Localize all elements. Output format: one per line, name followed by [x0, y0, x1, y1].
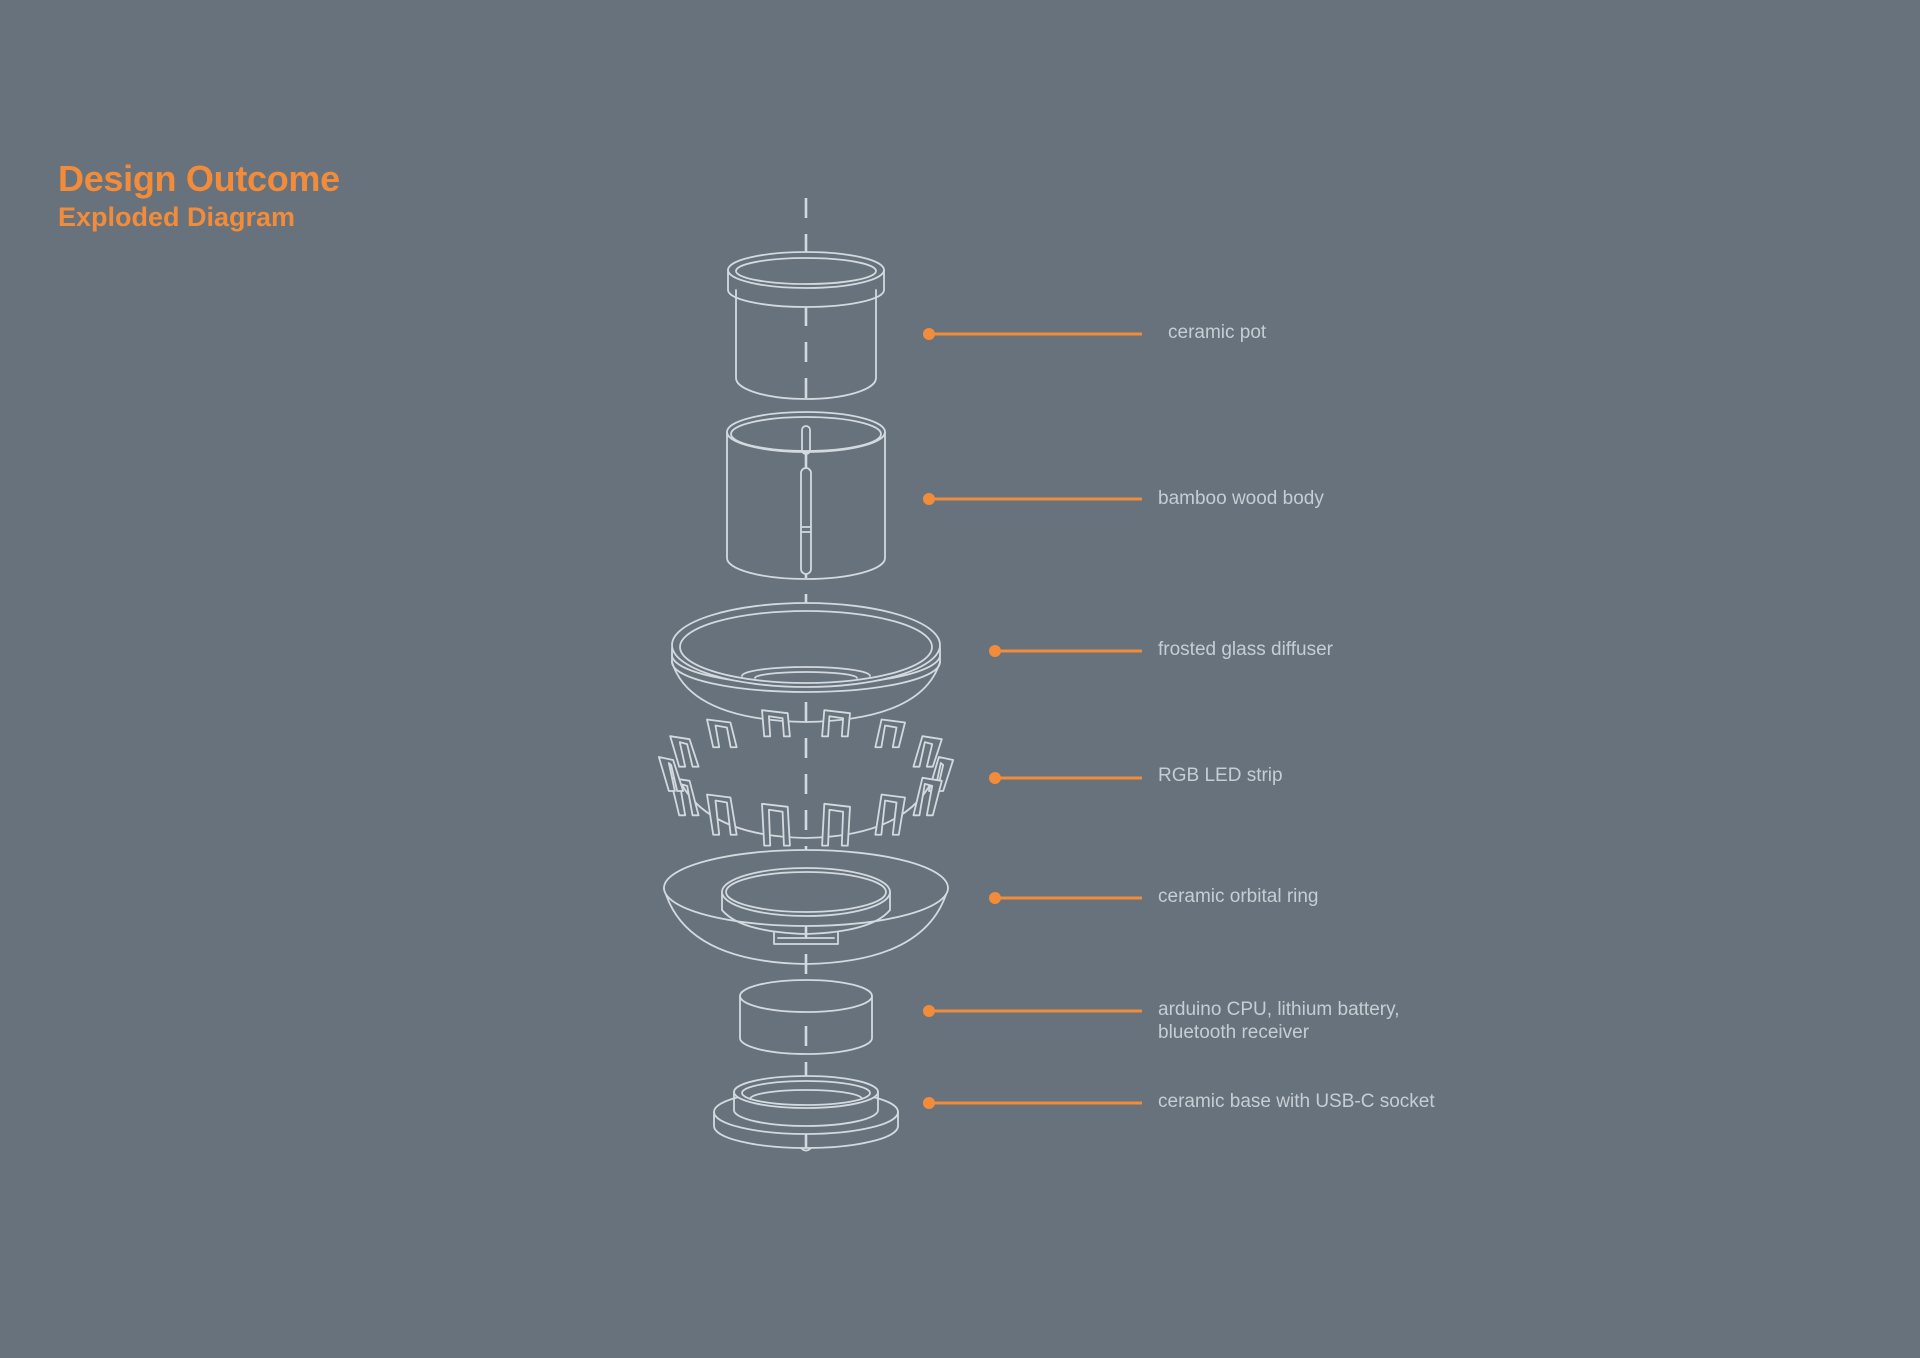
- ceramic-pot-drawing: [727, 251, 885, 400]
- label-electronics-module-line2: bluetooth receiver: [1158, 1022, 1310, 1043]
- led-strip-segment: [821, 802, 851, 847]
- led-strip-segment: [669, 735, 700, 768]
- electronics-module-drawing: [739, 979, 873, 1055]
- page-subtitle: Exploded Diagram: [58, 202, 296, 232]
- leader-ceramic-pot: [923, 328, 1142, 340]
- leader-electronics-module: [923, 1005, 1142, 1017]
- led-strip-segment: [912, 735, 943, 768]
- led-strip-segment: [821, 709, 851, 738]
- ceramic-orbital-ring-drawing: [663, 849, 949, 965]
- label-electronics-module-line1: arduino CPU, lithium battery,: [1158, 999, 1400, 1020]
- label-ceramic-orbital-ring: ceramic orbital ring: [1158, 886, 1319, 907]
- led-strip-segment: [706, 718, 738, 749]
- label-rgb-led-strip: RGB LED strip: [1158, 765, 1283, 786]
- ceramic-base-drawing: [713, 1075, 899, 1152]
- page-title: Design Outcome: [58, 158, 340, 199]
- frosted-glass-diffuser-drawing: [671, 602, 941, 723]
- bamboo-wood-body-drawing: [726, 411, 886, 580]
- led-strip-segment: [874, 793, 906, 836]
- led-strip-segment: [669, 776, 700, 817]
- leader-ceramic-orbital-ring: [989, 892, 1142, 904]
- led-strip-segment: [657, 756, 685, 792]
- label-bamboo-wood-body: bamboo wood body: [1158, 488, 1324, 509]
- led-strip-segment: [706, 793, 738, 836]
- led-strip-segment: [761, 709, 791, 738]
- led-strip-segment: [912, 776, 943, 817]
- title-block: Design Outcome Exploded Diagram: [58, 158, 340, 234]
- leader-ceramic-base: [923, 1097, 1142, 1109]
- leader-bamboo-wood-body: [923, 493, 1142, 505]
- rgb-led-strip-drawing: [657, 709, 955, 847]
- label-frosted-glass-diffuser: frosted glass diffuser: [1158, 639, 1333, 660]
- leader-frosted-glass-diffuser: [989, 645, 1142, 657]
- label-electronics-module: arduino CPU, lithium battery, bluetooth …: [1158, 998, 1399, 1044]
- led-strip-band: [675, 771, 937, 839]
- leader-rgb-led-strip: [989, 772, 1142, 784]
- label-ceramic-base: ceramic base with USB-C socket: [1158, 1091, 1435, 1112]
- led-strip-segment: [874, 718, 906, 749]
- label-ceramic-pot: ceramic pot: [1168, 322, 1267, 343]
- led-strip-segment: [761, 802, 791, 847]
